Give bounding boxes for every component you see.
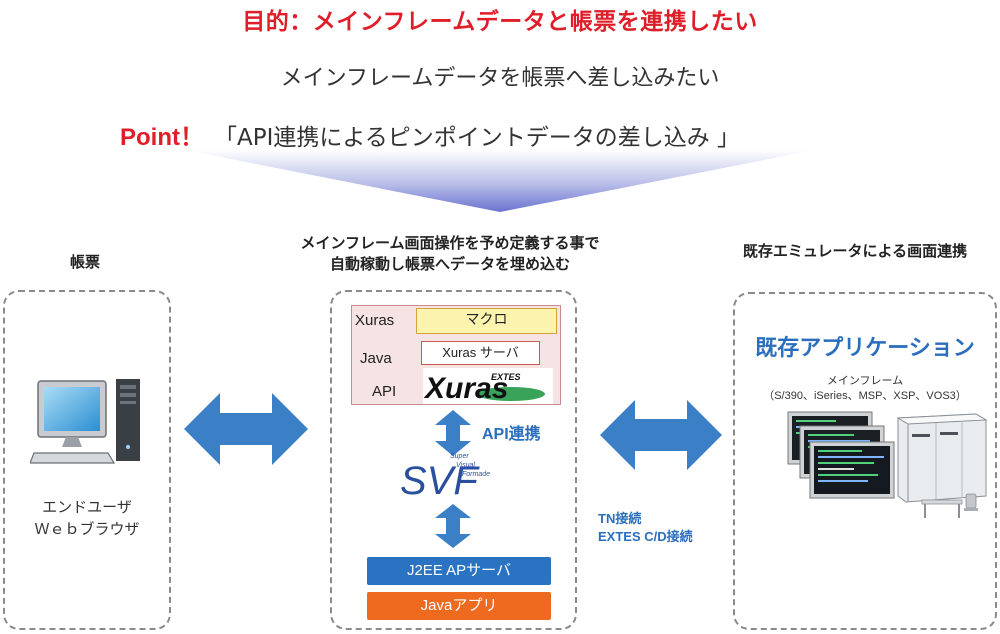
connection-line1: TN接続 bbox=[598, 511, 642, 526]
api-word-xuras: Xuras bbox=[355, 312, 395, 329]
right-heading: 既存エミュレータによる画面連携 bbox=[742, 242, 968, 260]
svf-letters: SVF bbox=[400, 459, 480, 503]
double-arrow-right-icon bbox=[600, 400, 722, 470]
j2ee-ap-server-box: J2EE APサーバ bbox=[367, 557, 551, 585]
mainframe-models: （S/390、iSeries、MSP、XSP、VOS3） bbox=[763, 390, 967, 402]
point-line: Point！ 「API連携によるピンポイントデータの差し込み 」 bbox=[120, 117, 740, 152]
api-word-api: API bbox=[372, 383, 397, 400]
end-user-line1: エンドユーザ bbox=[42, 498, 132, 516]
api-link-label: API連携 bbox=[482, 426, 541, 443]
end-user-line2: Ｗｅｂブラウザ bbox=[34, 520, 140, 538]
double-arrow-left-icon bbox=[184, 393, 308, 465]
mainframe-illustration bbox=[787, 411, 988, 518]
svf-logo: SVF Super Visual Formade bbox=[400, 453, 490, 503]
purpose-title: 目的：メインフレームデータと帳票を連携したい bbox=[242, 9, 758, 35]
center-heading-line1: メインフレーム画面操作を予め定義する事で bbox=[300, 234, 600, 252]
xuras-logo-badge: EXTES bbox=[491, 372, 521, 382]
svf-tag-visual: Visual bbox=[456, 462, 475, 469]
api-word-java: Java bbox=[360, 350, 392, 367]
java-app-box: Javaアプリ bbox=[367, 592, 551, 620]
existing-app-title: 既存アプリケーション bbox=[755, 336, 975, 361]
desktop-pc-icon bbox=[30, 379, 140, 464]
vertical-arrow-lower-icon bbox=[435, 504, 471, 548]
mainframe-name: メインフレーム bbox=[826, 375, 904, 387]
center-heading-line2: 自動稼動し帳票へデータを埋め込む bbox=[329, 255, 570, 273]
left-heading: 帳票 bbox=[69, 253, 100, 271]
funnel-graphic bbox=[185, 150, 815, 212]
center-heading: メインフレーム画面操作を予め定義する事で 自動稼動し帳票へデータを埋め込む bbox=[235, 233, 665, 275]
end-user-label: エンドユーザ Ｗｅｂブラウザ bbox=[3, 496, 171, 540]
center-panel bbox=[330, 290, 577, 630]
right-panel bbox=[733, 292, 997, 630]
connection-line2: EXTES C/D接続 bbox=[598, 529, 693, 544]
left-panel bbox=[3, 290, 171, 630]
svf-tag-formade: Formade bbox=[462, 471, 490, 478]
subtitle: メインフレームデータを帳票へ差し込みたい bbox=[280, 66, 720, 91]
point-label: Point！ bbox=[120, 124, 204, 151]
svf-tag-super: Super bbox=[450, 453, 469, 460]
xuras-logo-text: Xuras bbox=[423, 372, 508, 404]
xuras-logo: Xuras EXTES bbox=[423, 368, 553, 404]
connection-label: TN接続 EXTES C/D接続 bbox=[598, 510, 693, 546]
point-text: 「API連携によるピンポイントデータの差し込み 」 bbox=[214, 125, 741, 151]
xuras-server-box: Xuras サーバ bbox=[421, 341, 540, 365]
mainframe-label: メインフレーム （S/390、iSeries、MSP、XSP、VOS3） bbox=[733, 374, 997, 404]
vertical-arrow-upper-icon bbox=[435, 410, 471, 456]
macro-box: マクロ bbox=[416, 308, 557, 334]
